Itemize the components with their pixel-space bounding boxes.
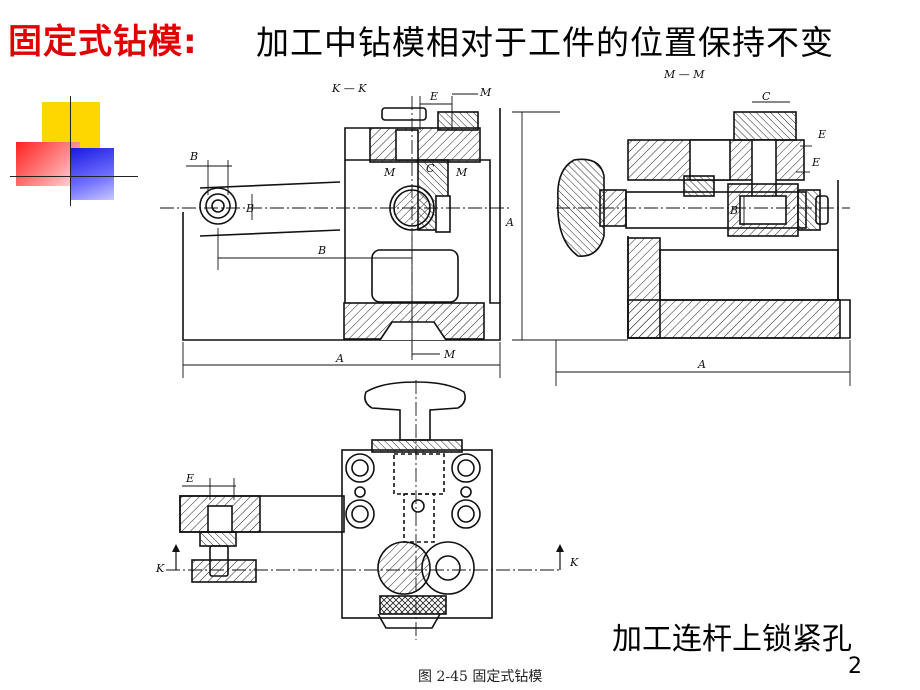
svg-text:E: E bbox=[185, 472, 194, 485]
svg-text:B: B bbox=[245, 202, 254, 215]
dimensions-mm bbox=[512, 101, 851, 386]
section-mm-label: M — M bbox=[663, 68, 705, 81]
svg-text:E: E bbox=[811, 156, 820, 169]
blue-square bbox=[70, 148, 114, 200]
svg-text:B: B bbox=[729, 204, 738, 217]
svg-text:A: A bbox=[697, 358, 706, 371]
svg-text:M: M bbox=[455, 166, 468, 179]
svg-text:K: K bbox=[569, 556, 579, 569]
drawing-caption: 加工连杆上锁紧孔 bbox=[612, 622, 852, 657]
svg-text:K: K bbox=[155, 562, 165, 575]
svg-text:B: B bbox=[317, 244, 326, 257]
svg-text:C: C bbox=[762, 90, 771, 103]
slide-title: 加工中钻模相对于工件的位置保持不变 bbox=[256, 23, 834, 62]
svg-text:C: C bbox=[426, 162, 435, 175]
svg-text:A: A bbox=[505, 216, 514, 229]
svg-text:E: E bbox=[817, 128, 826, 141]
svg-text:E: E bbox=[429, 90, 438, 103]
deco-vertical-line bbox=[70, 96, 71, 206]
section-kk-label: K — K bbox=[331, 82, 367, 95]
view-kk bbox=[182, 107, 501, 341]
dimensions-kk bbox=[160, 93, 510, 378]
svg-text:M: M bbox=[443, 348, 456, 361]
view-mm bbox=[556, 111, 851, 339]
page-number: 2 bbox=[848, 654, 862, 679]
drawing-labels: K — K M — M B B B A E M M C M M C E E B … bbox=[155, 68, 826, 575]
figure-caption: 图 2-45 固定式钻模 bbox=[418, 669, 543, 685]
svg-text:M: M bbox=[479, 86, 492, 99]
svg-text:A: A bbox=[335, 352, 344, 365]
deco-horizontal-line bbox=[10, 176, 138, 177]
decorative-squares bbox=[10, 96, 140, 206]
red-square bbox=[16, 142, 80, 186]
svg-text:M: M bbox=[383, 166, 396, 179]
svg-text:B: B bbox=[189, 150, 198, 163]
slide-title-prefix: 固定式钻模: bbox=[8, 22, 198, 62]
view-plan bbox=[166, 380, 564, 640]
